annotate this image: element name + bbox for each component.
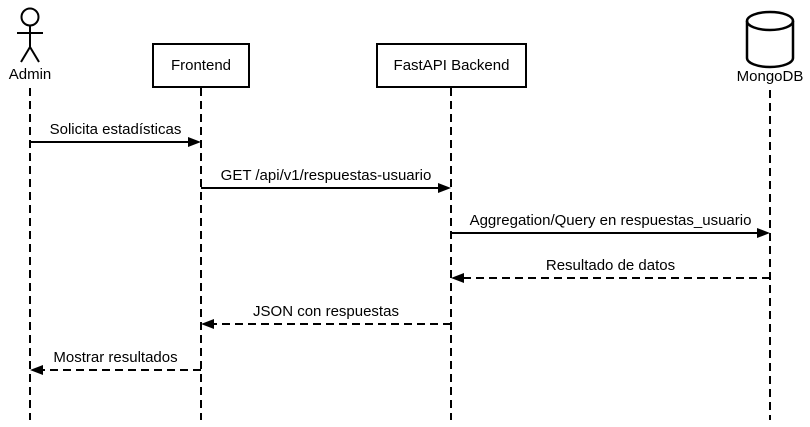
message-label-3: Aggregation/Query en respuestas_usuario — [469, 212, 752, 229]
message-label-5: JSON con respuestas — [253, 303, 399, 320]
arrowhead-right-icon — [438, 183, 451, 193]
arrowhead-right-icon — [757, 228, 770, 238]
participant-fastapi-backend: FastAPI Backend — [376, 43, 527, 88]
arrowhead-right-icon — [188, 137, 201, 147]
message-label-4: Resultado de datos — [545, 257, 676, 274]
arrowhead-left-icon — [451, 273, 464, 283]
message-label-1: Solicita estadísticas — [49, 121, 182, 138]
database-icon — [745, 10, 795, 69]
participant-fastapi-backend-label: FastAPI Backend — [393, 57, 510, 74]
message-label-6: Mostrar resultados — [53, 349, 178, 366]
participant-frontend-label: Frontend — [170, 57, 232, 74]
actor-icon — [17, 7, 43, 63]
message-label-2: GET /api/v1/respuestas-usuario — [220, 167, 432, 184]
participant-admin-label: Admin — [8, 66, 52, 83]
arrowhead-left-icon — [201, 319, 214, 329]
participant-mongodb-label: MongoDB — [736, 68, 804, 85]
arrowhead-left-icon — [30, 365, 43, 375]
participant-frontend: Frontend — [152, 43, 250, 88]
